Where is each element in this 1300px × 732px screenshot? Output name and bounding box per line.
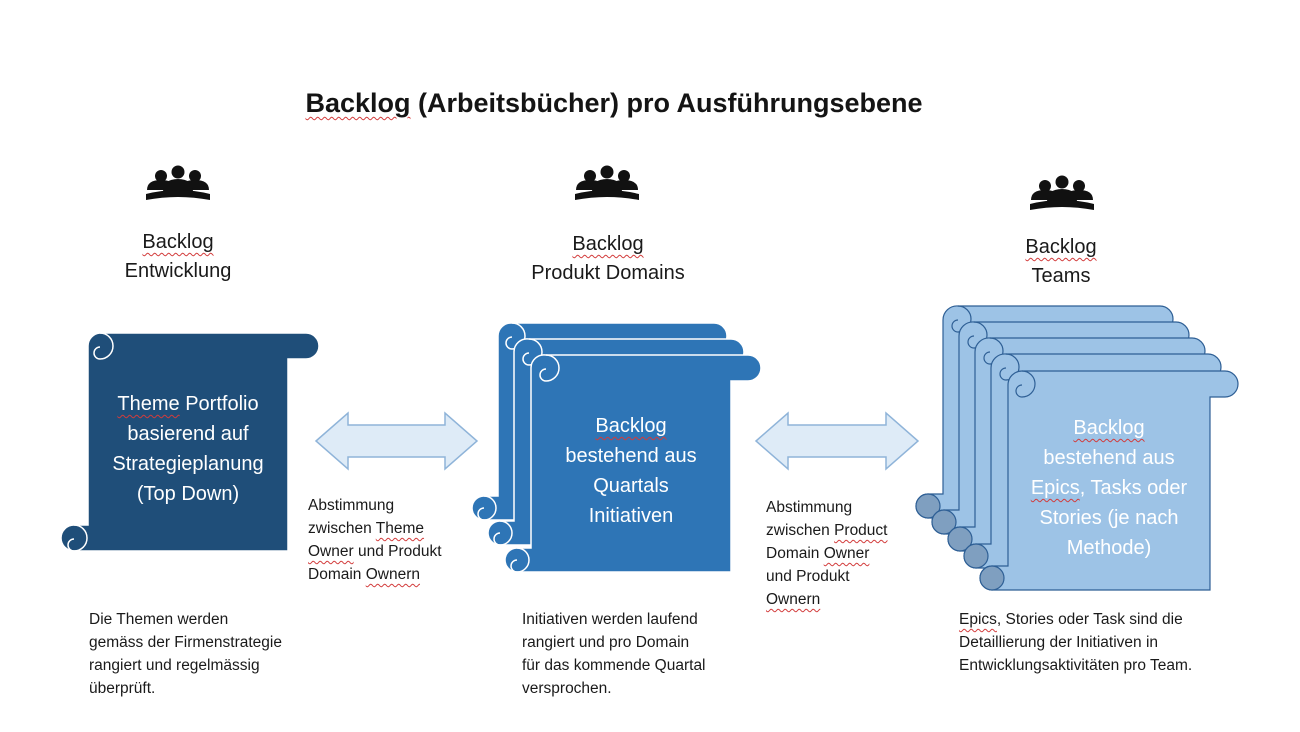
note-line: versprochen.: [522, 680, 612, 697]
double-arrow-left: [314, 411, 479, 471]
note-line: Detaillierung der Initiativen in: [959, 634, 1159, 651]
note-teams: Epics, Stories oder Task sind die Detail…: [959, 608, 1259, 677]
scroll-text-theme: Theme Portfolio basierend auf Strategiep…: [88, 389, 288, 509]
scroll-line: Stories (je nach: [1039, 507, 1179, 529]
scroll-line: Strategieplanung: [112, 453, 264, 475]
heading-line: Backlog: [572, 233, 644, 255]
caption-line: Abstimmung: [766, 499, 853, 516]
caption-line: Ownern: [365, 566, 420, 583]
scroll-line: Quartals: [593, 475, 669, 497]
scroll-text-initiatives: Backlog bestehend aus Quartals Initiativ…: [531, 411, 731, 531]
scroll-line: Theme: [117, 393, 180, 415]
caption-line: Abstimmung: [308, 497, 395, 514]
caption-line: Theme: [375, 520, 425, 537]
note-line: gemäss der Firmenstrategie: [89, 634, 282, 651]
scroll-line: (Top Down): [136, 483, 240, 505]
scroll-line: bestehend aus: [1043, 447, 1175, 469]
scroll-line: Epics: [1030, 477, 1080, 499]
scroll-layer: [504, 354, 762, 573]
scroll-line: , Tasks oder: [1079, 477, 1188, 499]
heading-entwicklung: Backlog Entwicklung: [78, 228, 278, 286]
scroll-line: Initiativen: [588, 505, 674, 527]
heading-line: Produkt Domains: [531, 262, 685, 284]
scroll-line: Methode): [1066, 537, 1152, 559]
heading-line: Teams: [1031, 265, 1091, 287]
caption-line: zwischen: [308, 520, 376, 537]
caption-line: Domain: [766, 545, 824, 562]
group-icon-2: [575, 165, 639, 200]
scroll-layer: [979, 370, 1239, 591]
caption-line: Owner: [308, 543, 354, 560]
scroll-line: Portfolio: [179, 393, 259, 415]
heading-produkt-domains: Backlog Produkt Domains: [497, 230, 719, 288]
note-line: , Stories oder Task sind die: [996, 611, 1183, 628]
note-line: Epics: [959, 611, 997, 628]
caption-line: und Produkt: [766, 568, 850, 585]
caption-line: Product: [834, 522, 888, 539]
caption-line: Domain: [308, 566, 366, 583]
note-line: Die Themen werden: [89, 611, 229, 628]
scroll-theme-portfolio: [60, 332, 320, 552]
scroll-line: Backlog: [595, 415, 667, 437]
double-arrow-right: [754, 411, 920, 471]
caption-line: und Produkt: [353, 543, 442, 560]
title-rest: (Arbeitsbücher) pro Ausführungsebene: [410, 88, 923, 118]
scroll-line: basierend auf: [127, 423, 249, 445]
caption-line: Owner: [823, 545, 870, 562]
note-line: für das kommende Quartal: [522, 657, 706, 674]
scroll-line: Backlog: [1073, 417, 1145, 439]
title-word-backlog: Backlog: [305, 88, 411, 118]
heading-teams: Backlog Teams: [961, 233, 1161, 291]
scroll-text-epics: Backlog bestehend aus Epics, Tasks oder …: [1008, 413, 1210, 563]
heading-line: Backlog: [142, 231, 214, 253]
caption-line: zwischen: [766, 522, 835, 539]
note-line: rangiert und regelmässig: [89, 657, 260, 674]
scroll-stack-epics: [915, 305, 1239, 591]
heading-line: Entwicklung: [124, 260, 232, 282]
note-line: Initiativen werden laufend: [522, 611, 698, 628]
note-entwicklung: Die Themen werden gemäss der Firmenstrat…: [89, 608, 329, 700]
note-line: überprüft.: [89, 680, 156, 697]
scroll-line: bestehend aus: [565, 445, 697, 467]
group-icon-3: [1030, 175, 1094, 210]
note-produkt-domains: Initiativen werden laufend rangiert und …: [522, 608, 762, 700]
heading-line: Backlog: [1025, 236, 1097, 258]
page-title: Backlog (Arbeitsbücher) pro Ausführungse…: [0, 88, 1228, 119]
scroll-stack-initiatives: [471, 322, 762, 573]
arrow-caption-1: Abstimmung zwischen Theme Owner und Prod…: [308, 494, 488, 586]
group-icon-1: [146, 165, 210, 200]
note-line: rangiert und pro Domain: [522, 634, 690, 651]
note-line: Entwicklungsaktivitäten pro Team.: [959, 657, 1193, 674]
caption-line: Ownern: [766, 591, 821, 608]
arrow-caption-2: Abstimmung zwischen Product Domain Owner…: [766, 496, 936, 611]
